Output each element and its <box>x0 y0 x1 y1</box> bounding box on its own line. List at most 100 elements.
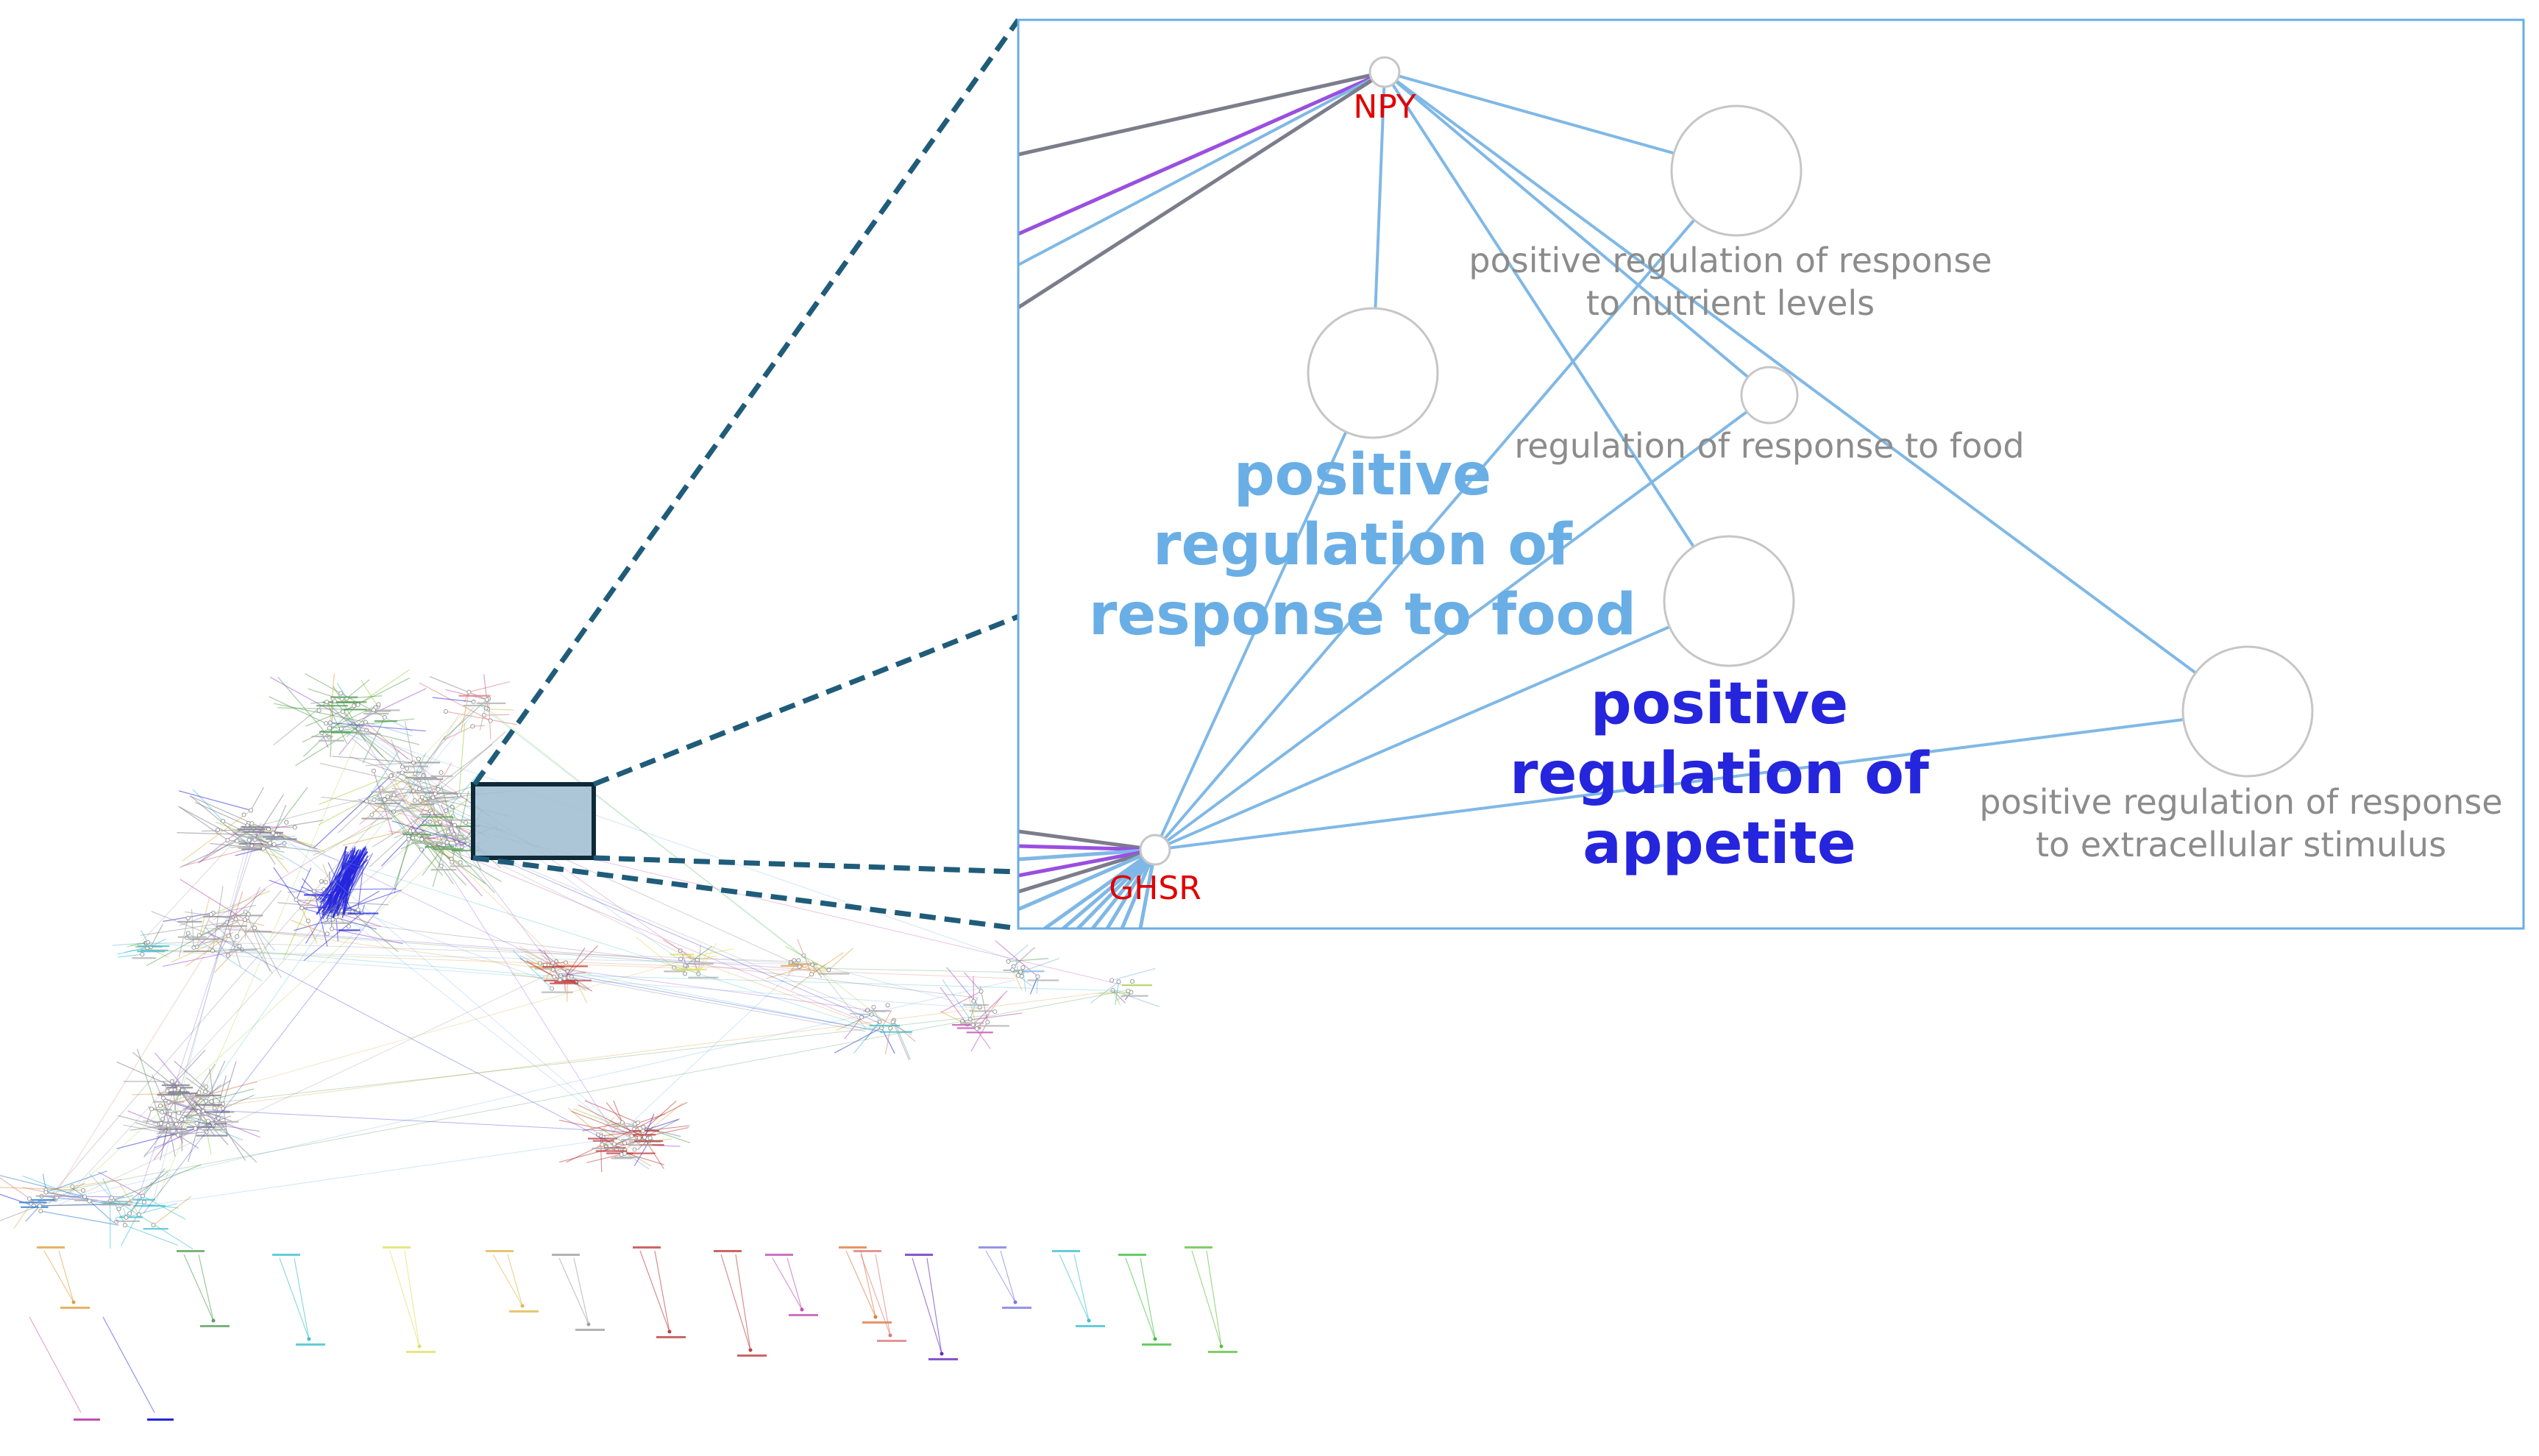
overview-edge <box>940 987 968 1025</box>
overview-node <box>483 706 489 711</box>
overview-node <box>338 691 344 696</box>
edge-ghsr-offscreen <box>1018 844 1157 852</box>
overview-node <box>194 1121 199 1126</box>
overview-node <box>237 943 242 948</box>
overview-label-mark <box>216 925 247 927</box>
overview-edge <box>406 775 416 801</box>
overview-edge <box>1111 967 1156 981</box>
overview-node <box>678 956 683 962</box>
node-ghsr[interactable] <box>1139 834 1171 866</box>
overview-label-mark <box>35 1195 61 1197</box>
overview-edge <box>425 803 455 826</box>
overview-node <box>204 1084 209 1090</box>
node-nutrient[interactable] <box>1670 104 1803 237</box>
node-extracellular[interactable] <box>2181 645 2314 778</box>
overview-label-mark <box>430 868 457 871</box>
overview-edge <box>622 1122 681 1137</box>
overview-label-mark <box>149 1109 172 1111</box>
overview-node <box>436 786 441 792</box>
overview-node <box>294 898 299 903</box>
overview-edge <box>120 1201 145 1246</box>
overview-edge <box>697 955 717 961</box>
overview-label-mark <box>928 1358 958 1360</box>
overview-edge <box>720 1254 751 1351</box>
overview-edge <box>318 918 979 998</box>
overview-node <box>205 1118 210 1123</box>
overview-edge <box>218 1118 246 1161</box>
overview-edge <box>791 973 812 991</box>
overview-edge <box>114 1212 130 1219</box>
overview-edge <box>181 1084 221 1121</box>
overview-cluster <box>140 878 283 981</box>
overview-edge <box>332 860 353 919</box>
overview-edge <box>189 795 279 835</box>
overview-node <box>974 1026 979 1031</box>
overview-label-mark <box>266 838 297 840</box>
overview-label-mark <box>422 816 454 818</box>
overview-label-mark <box>463 704 485 707</box>
overview-edge <box>331 928 403 945</box>
overview-node <box>43 1190 49 1195</box>
edge-ghsr-offscreen <box>1090 848 1157 928</box>
overview-node <box>179 1117 184 1122</box>
overview-edge <box>374 784 441 800</box>
overview-label-mark <box>188 1114 210 1116</box>
overview-label-mark <box>319 731 350 733</box>
overview-node <box>1013 1300 1018 1304</box>
overview-label-mark <box>611 1125 636 1127</box>
overview-edge <box>479 704 810 962</box>
edge-ghsr-offscreen <box>1018 848 1157 912</box>
overview-edge <box>525 953 541 964</box>
overview-edge <box>376 795 409 837</box>
overview-edge <box>269 696 327 724</box>
overview-edge <box>57 967 564 1207</box>
term-label-pos-food: regulation of <box>1153 512 1573 578</box>
zoom-selection-box[interactable] <box>471 782 596 860</box>
overview-label-mark <box>1012 970 1045 973</box>
overview-node <box>569 974 574 979</box>
gene-label-ghsr: GHSR <box>1109 870 1201 907</box>
overview-edge <box>153 1091 206 1160</box>
node-food[interactable] <box>1740 366 1799 425</box>
overview-label-mark <box>101 1201 133 1203</box>
edge-npy-extracellular <box>1383 71 2249 713</box>
overview-label-mark <box>344 709 367 711</box>
term-label-nutrient: positive regulation of response <box>1469 241 1992 280</box>
overview-label-mark <box>19 1201 47 1204</box>
overview-label-mark <box>430 775 453 778</box>
overview-node <box>640 1129 645 1134</box>
node-appetite[interactable] <box>1663 535 1795 667</box>
overview-label-mark <box>458 695 491 697</box>
overview-node <box>586 1322 591 1327</box>
overview-label-mark <box>789 1314 818 1316</box>
term-label-food: regulation of response to food <box>1514 426 2024 466</box>
overview-label-mark <box>628 1144 653 1146</box>
overview-edge <box>146 942 555 977</box>
overview-edge <box>358 669 410 706</box>
overview-edge <box>168 1101 224 1118</box>
term-label-appetite: appetite <box>1583 811 1856 877</box>
overview-edge <box>985 1250 1016 1303</box>
overview-cluster <box>88 1164 202 1250</box>
overview-edge <box>333 898 340 914</box>
node-pos-food[interactable] <box>1307 307 1439 439</box>
overview-label-mark <box>243 831 265 833</box>
overview-node <box>81 1187 86 1193</box>
overview-label-mark <box>969 1010 994 1012</box>
overview-node <box>865 1007 870 1012</box>
node-npy[interactable] <box>1368 56 1401 88</box>
overview-edge <box>196 1060 226 1124</box>
overview-node <box>379 786 384 791</box>
overview-edge <box>352 912 399 953</box>
overview-edge <box>571 976 590 990</box>
overview-label-mark <box>592 1147 624 1150</box>
overview-node <box>801 953 806 958</box>
overview-edge <box>294 1257 310 1340</box>
overview-label-mark <box>377 799 405 802</box>
overview-node <box>413 771 418 776</box>
overview-node <box>596 1132 601 1137</box>
overview-edge <box>557 974 866 1032</box>
overview-label-mark <box>374 802 401 805</box>
overview-node <box>216 1115 221 1121</box>
overview-edge <box>875 1254 891 1336</box>
